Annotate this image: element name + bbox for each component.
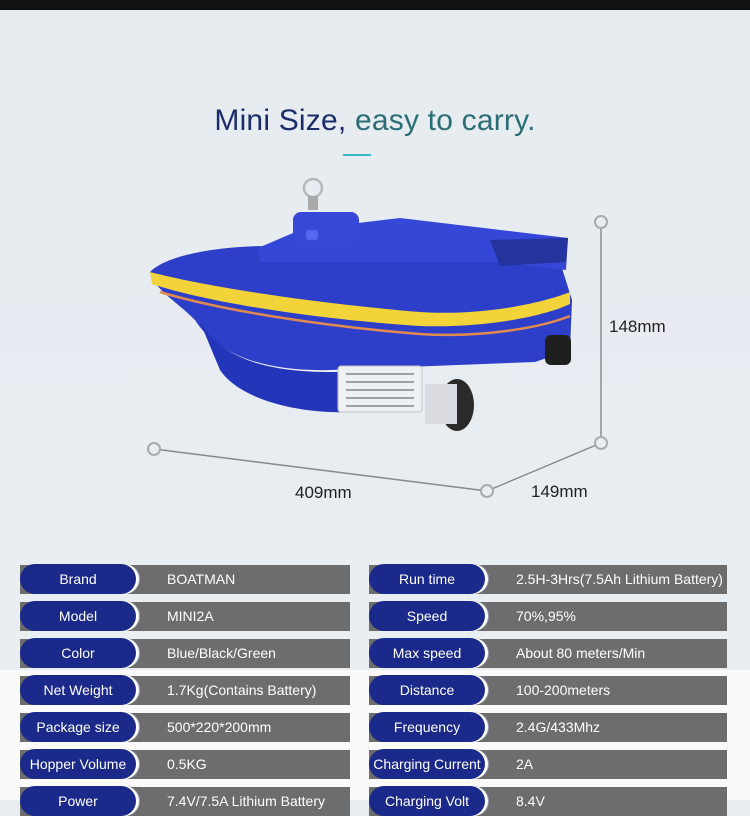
spec-row: Package size 500*220*200mm <box>20 712 350 742</box>
spec-label: Charging Volt <box>369 786 485 816</box>
title-main: Mini Size, <box>214 104 347 137</box>
ring-stem <box>308 196 318 210</box>
spec-row: Color Blue/Black/Green <box>20 638 350 668</box>
spec-label: Distance <box>369 675 485 705</box>
spec-row: Charging Current 2A <box>369 749 727 779</box>
height-label: 148mm <box>609 317 666 336</box>
spec-value: 8.4V <box>516 793 545 809</box>
spec-row: Power 7.4V/7.5A Lithium Battery <box>20 786 350 816</box>
spec-value: MINI2A <box>167 608 214 624</box>
boat-cabin-top <box>293 212 359 242</box>
spec-label: Model <box>20 601 136 631</box>
spec-label: Max speed <box>369 638 485 668</box>
power-switch-icon <box>545 335 571 365</box>
dimension-node <box>594 436 608 450</box>
boat-yellow-stripe <box>150 272 570 327</box>
top-border <box>0 0 750 10</box>
spec-row: Max speed About 80 meters/Min <box>369 638 727 668</box>
spec-label: Speed <box>369 601 485 631</box>
spec-row: Hopper Volume 0.5KG <box>20 749 350 779</box>
spec-label: Run time <box>369 564 485 594</box>
spec-label: Hopper Volume <box>20 749 136 779</box>
spec-value: Blue/Black/Green <box>167 645 276 661</box>
width-label: 149mm <box>531 482 588 501</box>
spec-value: 2A <box>516 756 534 772</box>
spec-value: About 80 meters/Min <box>516 645 646 661</box>
spec-label: Frequency <box>369 712 485 742</box>
spec-label: Brand <box>20 564 136 594</box>
spec-value: 7.4V/7.5A Lithium Battery <box>167 793 325 809</box>
spec-value: BOATMAN <box>167 571 236 587</box>
spec-label: Net Weight <box>20 675 136 705</box>
dimension-node <box>480 484 494 498</box>
lifting-ring-icon <box>302 177 324 199</box>
length-label: 409mm <box>295 483 352 502</box>
boat-orange-stripe <box>159 290 571 337</box>
page-title: Mini Size, easy to carry. <box>0 104 750 138</box>
spec-value: 2.5H-3Hrs(7.5Ah Lithium Battery) <box>516 571 723 587</box>
hopper-lid <box>490 238 568 266</box>
cabin-light <box>306 230 318 240</box>
spec-row: Net Weight 1.7Kg(Contains Battery) <box>20 675 350 705</box>
width-dimension-line <box>486 442 602 492</box>
spec-label: Color <box>20 638 136 668</box>
spec-value: 1.7Kg(Contains Battery) <box>167 682 317 698</box>
spec-row: Speed 70%,95% <box>369 601 727 631</box>
length-dimension-line <box>153 448 488 492</box>
dimension-node <box>594 215 608 229</box>
boat-illustration <box>147 177 608 498</box>
title-sub: easy to carry. <box>354 104 536 137</box>
title-accent-line <box>343 154 371 156</box>
spec-value: 2.4G/433Mhz <box>516 719 601 735</box>
spec-row: Brand BOATMAN <box>20 564 350 594</box>
spec-value: 100-200meters <box>516 682 611 698</box>
spec-label: Power <box>20 786 136 816</box>
propeller-shaft <box>425 384 457 424</box>
dimension-node <box>147 442 161 456</box>
spec-value: 0.5KG <box>167 756 207 772</box>
spec-value: 500*220*200mm <box>167 719 272 735</box>
spec-row: Distance 100-200meters <box>369 675 727 705</box>
spec-value: 70%,95% <box>516 608 576 624</box>
spec-row: Frequency 2.4G/433Mhz <box>369 712 727 742</box>
spec-row: Charging Volt 8.4V <box>369 786 727 816</box>
grille-slats <box>346 373 414 407</box>
spec-row: Run time 2.5H-3Hrs(7.5Ah Lithium Battery) <box>369 564 727 594</box>
spec-label: Package size <box>20 712 136 742</box>
spec-row: Model MINI2A <box>20 601 350 631</box>
spec-label: Charging Current <box>369 749 485 779</box>
